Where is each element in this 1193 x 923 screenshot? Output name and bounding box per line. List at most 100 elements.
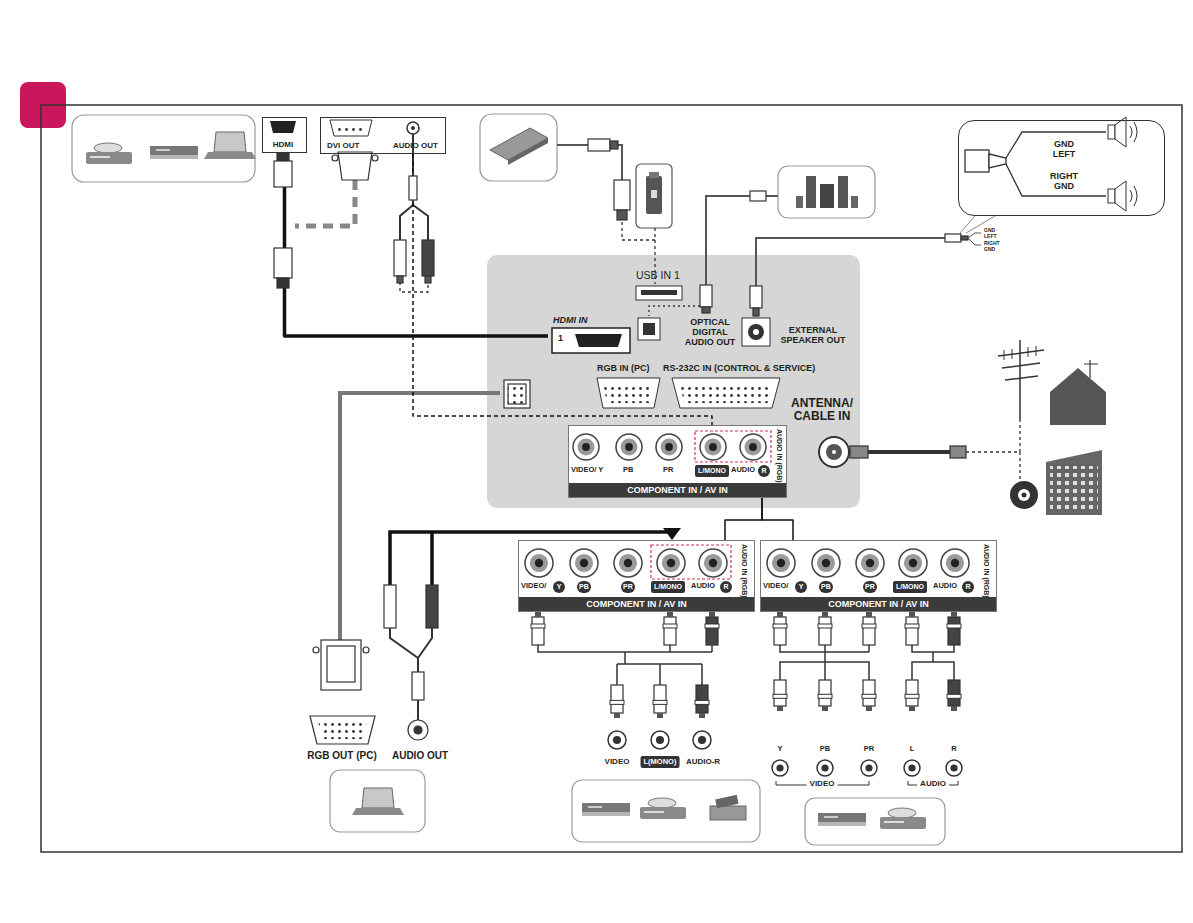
- rca-plug: [663, 624, 677, 628]
- device-icon: [796, 196, 803, 208]
- port-badge: R: [758, 465, 770, 477]
- device-box: [72, 114, 945, 845]
- rca-plug: [905, 624, 919, 628]
- connector-plug: [318, 721, 367, 739]
- jack-row: [665, 443, 673, 451]
- rca-plug: [818, 624, 832, 628]
- tv-panel: [753, 329, 759, 335]
- jack-row: [578, 439, 595, 456]
- jack-row: [621, 439, 638, 456]
- rca-plug: [817, 760, 833, 776]
- port-badge: Y: [553, 581, 565, 593]
- tv-panel: [575, 334, 622, 347]
- jack-row: [580, 559, 588, 567]
- jack-row: [624, 559, 632, 567]
- port-badge: PB: [577, 581, 591, 593]
- device-icon: [880, 808, 926, 829]
- jack-row: [704, 554, 722, 572]
- jack-row: [909, 559, 917, 567]
- rca-plug: [613, 736, 621, 744]
- port-badge: PR: [621, 581, 635, 593]
- wire-label: RIGHT GND: [984, 241, 998, 252]
- connector-plug: [408, 720, 428, 740]
- jack-row: [946, 554, 964, 572]
- cable: [400, 282, 428, 292]
- port-label: AUDIO IN (RGB): [740, 544, 749, 598]
- tv-panel: [680, 383, 772, 403]
- cable: [706, 196, 778, 285]
- jack-row: [749, 443, 757, 451]
- port-label: AUDIO-R: [686, 757, 720, 766]
- jack-row: [695, 431, 771, 462]
- port-label: AUDIO IN (RGB): [982, 544, 991, 598]
- band-title: COMPONENT IN / AV IN: [519, 597, 754, 611]
- cable: [649, 306, 700, 316]
- port-icon: [411, 126, 415, 130]
- speaker-symbol: [1108, 181, 1137, 211]
- device-icon: [646, 176, 662, 214]
- port-label: R: [951, 745, 956, 754]
- band-title: COMPONENT IN / AV IN: [761, 597, 996, 611]
- jack-row: [772, 554, 790, 572]
- tv-panel: [636, 286, 682, 300]
- cable-connector: [725, 498, 762, 540]
- jack-row: [699, 549, 727, 577]
- rca-plug: [948, 617, 960, 645]
- port-label: PR: [663, 466, 673, 475]
- connector-plug: [338, 152, 372, 180]
- connector-plug: [394, 240, 406, 276]
- connector-plug: [332, 155, 338, 161]
- jack-row: [667, 559, 675, 567]
- speaker-wiring: [1006, 132, 1106, 196]
- building: [1010, 360, 1106, 515]
- jack-row: [861, 554, 879, 572]
- jack-row: [740, 434, 766, 460]
- rca-plug: [866, 706, 872, 711]
- port-badge: L/MONO: [651, 581, 685, 593]
- connector-plug: [753, 308, 759, 316]
- rca-plug: [866, 612, 872, 617]
- tv-panel: [832, 450, 836, 454]
- port-badge: L/MONO: [695, 465, 729, 477]
- rca-plug: [693, 731, 711, 749]
- connector-plug: [750, 191, 766, 201]
- rca-plug: [608, 731, 626, 749]
- port-badge: PB: [819, 581, 833, 593]
- rca-plug: [695, 700, 709, 704]
- device-icon: [204, 132, 256, 159]
- rca-plug: [818, 694, 832, 698]
- label-text: USB IN 1: [636, 269, 680, 281]
- connector-plug: [409, 176, 417, 200]
- rca-plug: [611, 685, 623, 713]
- rca-plug: [951, 612, 957, 617]
- connector-plug: [274, 139, 968, 744]
- group-label: VIDEO: [807, 779, 838, 788]
- label-text: AUDIO OUT: [393, 141, 438, 150]
- rca-plug: [651, 731, 669, 749]
- band-title: COMPONENT IN / AV IN: [569, 483, 786, 497]
- tv-panel: [819, 437, 849, 467]
- jack-row: [570, 549, 598, 577]
- component-av-panel: VIDEO/ YPBPRL/MONOAUDIORAUDIO IN (RGB)CO…: [568, 425, 787, 498]
- device-icon: [651, 190, 657, 198]
- rca-plug: [773, 624, 787, 628]
- jack-row: [657, 549, 685, 577]
- jack-row: [856, 549, 884, 577]
- device-box: [480, 114, 557, 181]
- label-text: EXTERNAL SPEAKER OUT: [777, 325, 849, 345]
- rca-plug: [947, 694, 961, 698]
- tv-panel: [748, 324, 764, 340]
- device-icon: [818, 813, 866, 826]
- tv-panel: [672, 378, 780, 408]
- port-label: PR: [864, 745, 874, 754]
- connector-plug: [702, 307, 710, 313]
- building: [1018, 489, 1030, 501]
- cable: [968, 233, 981, 245]
- rca-plug: [774, 680, 786, 706]
- jack-row: [777, 559, 785, 567]
- connector-plug: [614, 180, 630, 210]
- label-text: GND LEFT: [1047, 139, 1081, 159]
- rca-plug: [906, 680, 918, 706]
- connector-plug: [950, 446, 966, 458]
